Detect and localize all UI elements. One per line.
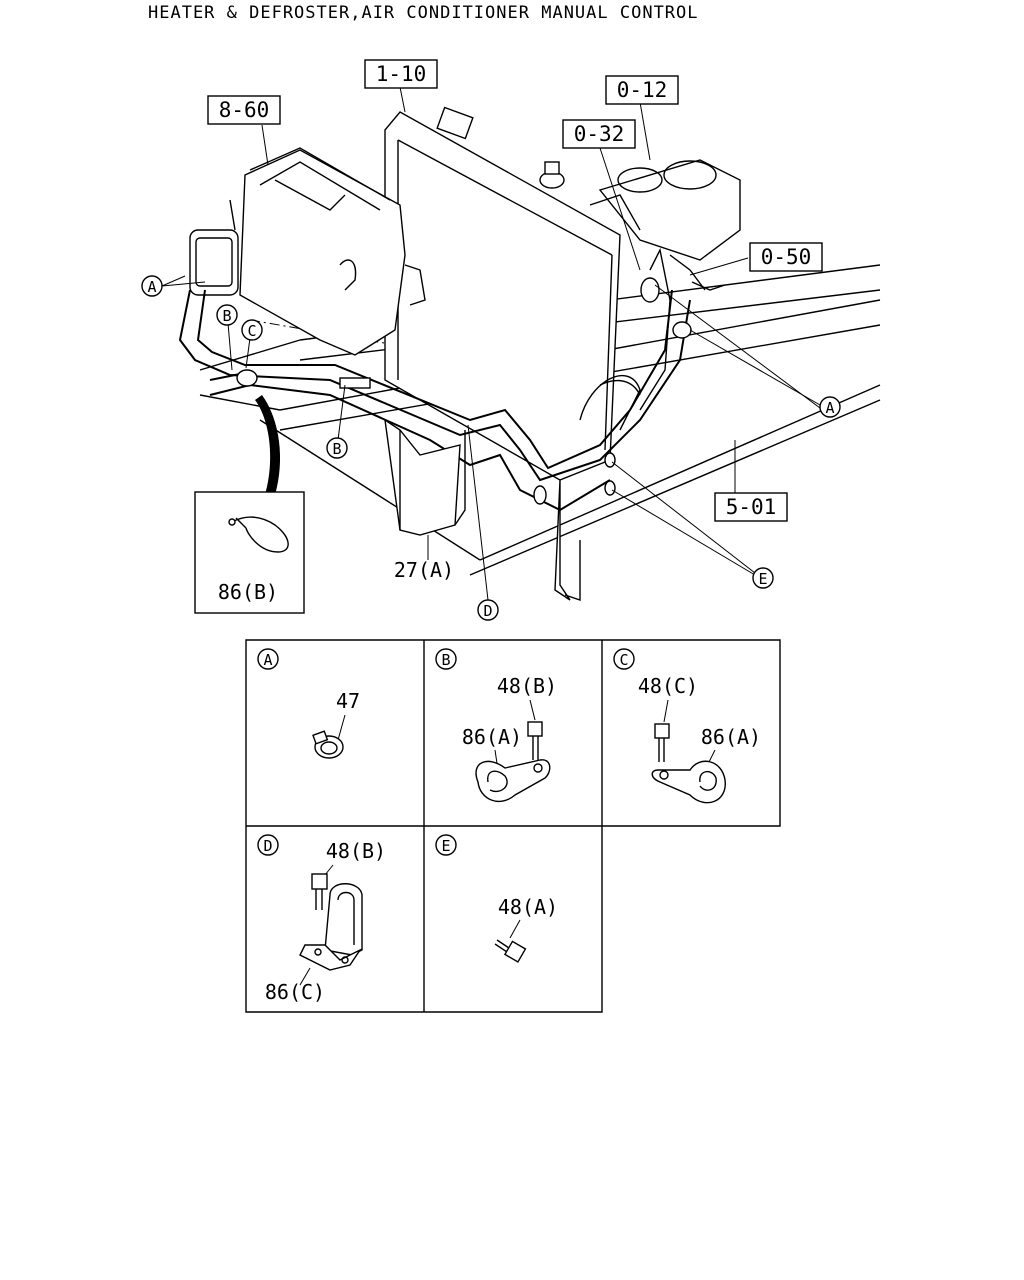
detail-panel-a: A 47 bbox=[257, 648, 360, 759]
detail-panel-b: B 48(B) 86(A) bbox=[435, 648, 557, 803]
detail-panel-d: D 48(B) 86(C) bbox=[257, 834, 386, 1004]
page-title: HEATER & DEFROSTER,AIR CONDITIONER MANUA… bbox=[148, 3, 699, 23]
panel-letter: A bbox=[263, 651, 272, 669]
leader-lines bbox=[161, 86, 821, 601]
ref-box-0-50[interactable]: 0-50 bbox=[749, 242, 823, 272]
ref-box-5-01[interactable]: 5-01 bbox=[714, 492, 788, 522]
detail-panel-e: E 48(A) bbox=[435, 834, 558, 963]
bolt-48a bbox=[494, 939, 527, 963]
bolt-48b bbox=[311, 873, 328, 910]
part-label[interactable]: 86(C) bbox=[265, 980, 325, 1004]
detail-grid bbox=[245, 639, 781, 1013]
clamp-86a bbox=[651, 760, 726, 804]
bolt-48b bbox=[527, 721, 543, 760]
heater-unit bbox=[189, 147, 426, 356]
panel-letter: D bbox=[263, 837, 272, 855]
part-label[interactable]: 48(B) bbox=[497, 674, 557, 698]
engine-block bbox=[589, 159, 741, 261]
part-label[interactable]: 48(C) bbox=[638, 674, 698, 698]
part-label[interactable]: 48(A) bbox=[498, 895, 558, 919]
part-label[interactable]: 86(A) bbox=[462, 725, 522, 749]
bracket-86c bbox=[299, 883, 363, 971]
inset-86b: 86(B) bbox=[194, 491, 305, 614]
part-label-86b[interactable]: 86(B) bbox=[218, 580, 278, 604]
radiator bbox=[384, 106, 641, 601]
svg-text:B: B bbox=[332, 440, 341, 458]
ref-box-label: 5-01 bbox=[726, 495, 777, 519]
ref-box-label: 8-60 bbox=[219, 98, 270, 122]
ref-box-label: 0-50 bbox=[761, 245, 812, 269]
ref-box-label: 0-12 bbox=[617, 78, 668, 102]
callout-b-top[interactable]: B bbox=[216, 304, 238, 326]
svg-text:B: B bbox=[222, 307, 231, 325]
panel-letter: C bbox=[619, 651, 628, 669]
ref-box-0-12[interactable]: 0-12 bbox=[605, 75, 679, 105]
ref-box-1-10[interactable]: 1-10 bbox=[364, 59, 438, 89]
callout-c-top[interactable]: C bbox=[241, 319, 263, 341]
ref-box-label: 1-10 bbox=[376, 62, 427, 86]
part-label[interactable]: 47 bbox=[336, 689, 360, 713]
part-label[interactable]: 86(A) bbox=[701, 725, 761, 749]
svg-text:A: A bbox=[825, 399, 834, 417]
callout-b-bottom[interactable]: B bbox=[326, 437, 348, 459]
part-label[interactable]: 48(B) bbox=[326, 839, 386, 863]
panel-letter: B bbox=[441, 651, 450, 669]
clamp-86a bbox=[475, 759, 551, 803]
shroud-27a bbox=[384, 418, 466, 536]
bolt-48c bbox=[654, 723, 670, 762]
ref-box-8-60[interactable]: 8-60 bbox=[207, 95, 281, 125]
svg-text:C: C bbox=[247, 322, 256, 340]
svg-text:A: A bbox=[147, 278, 156, 296]
callout-e[interactable]: E bbox=[752, 567, 774, 589]
ref-box-0-32[interactable]: 0-32 bbox=[562, 119, 636, 149]
panel-letter: E bbox=[441, 837, 450, 855]
part-label-27a[interactable]: 27(A) bbox=[394, 558, 454, 582]
hose-clamp-47 bbox=[312, 730, 344, 759]
svg-text:D: D bbox=[483, 602, 492, 620]
heater-hoses bbox=[178, 247, 726, 512]
detail-panel-c: C 48(C) 86(A) bbox=[613, 648, 761, 804]
callout-a-right[interactable]: A bbox=[819, 396, 841, 418]
callout-d[interactable]: D bbox=[477, 599, 499, 621]
callout-a-left[interactable]: A bbox=[141, 275, 163, 297]
ref-box-label: 0-32 bbox=[574, 122, 625, 146]
svg-text:E: E bbox=[758, 570, 767, 588]
